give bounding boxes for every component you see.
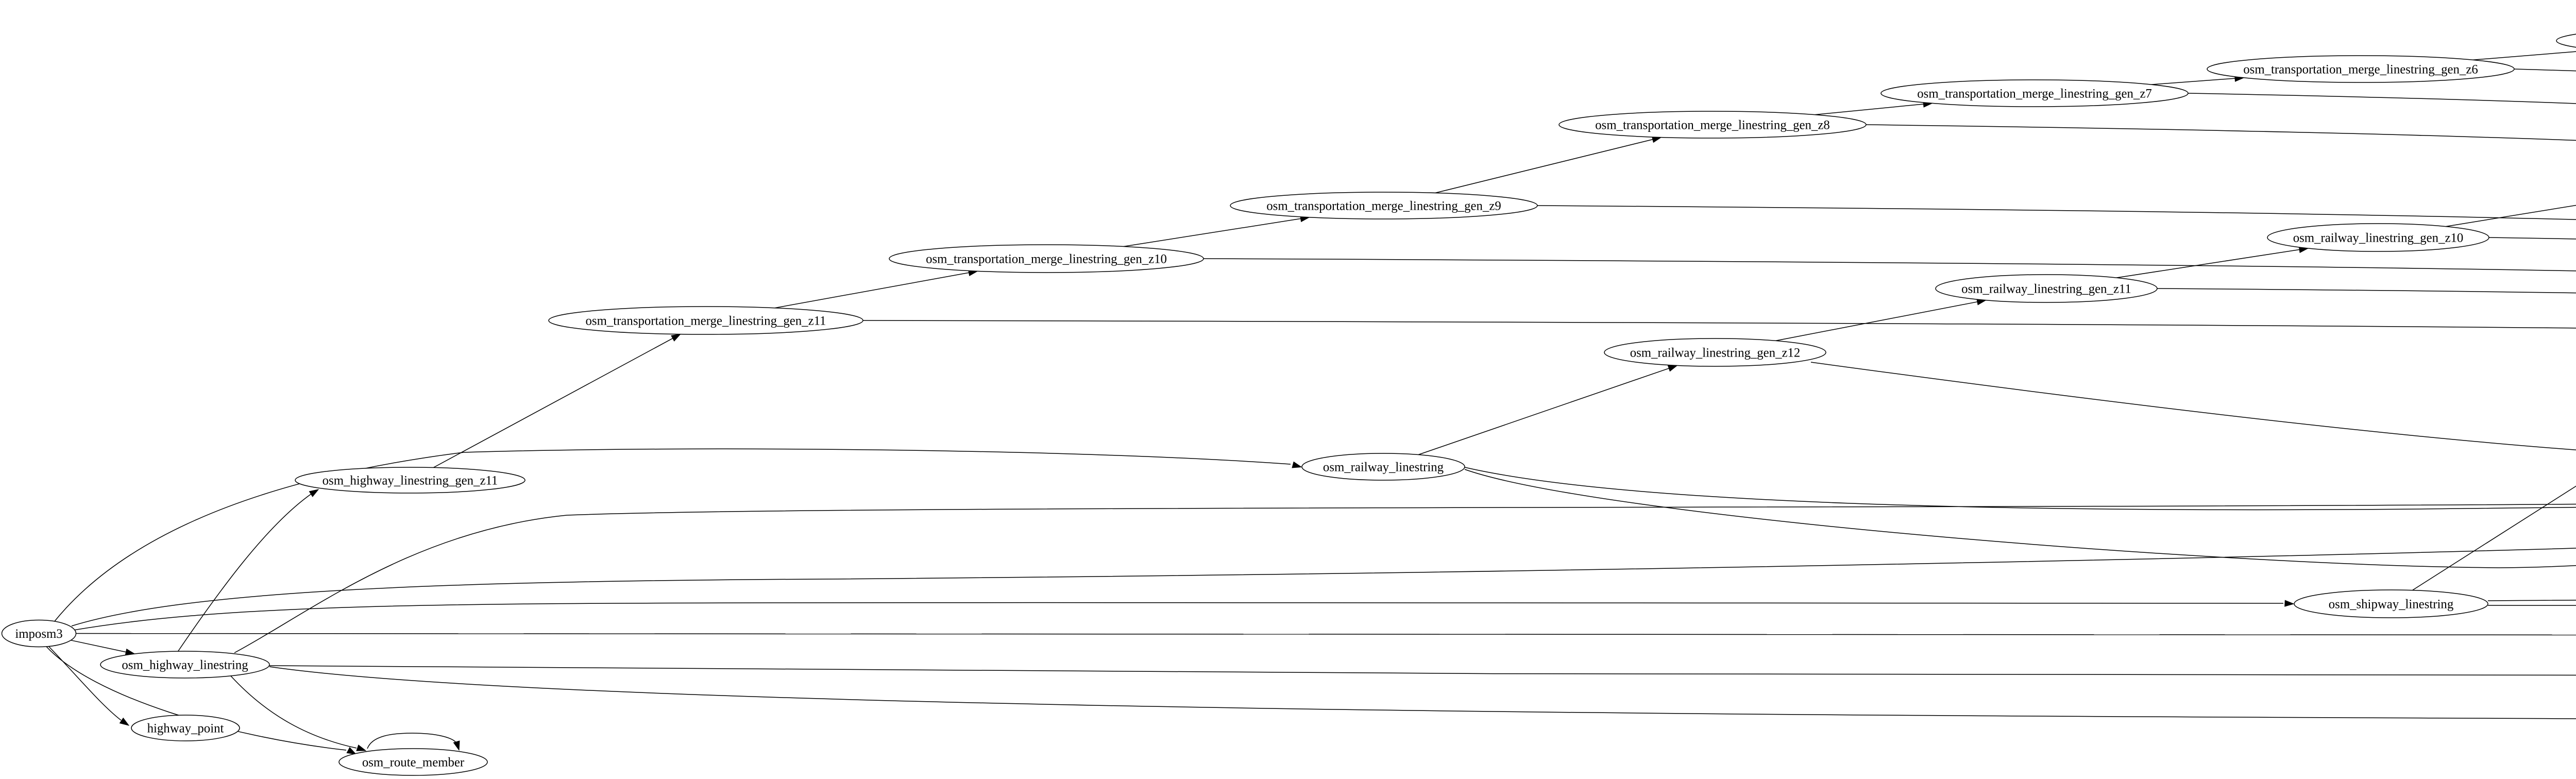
svg-text:imposm3: imposm3 [15, 627, 62, 641]
svg-text:osm_railway_linestring_gen_z10: osm_railway_linestring_gen_z10 [2293, 231, 2464, 245]
svg-text:osm_route_member: osm_route_member [362, 755, 465, 769]
svg-text:osm_highway_linestring: osm_highway_linestring [122, 658, 248, 672]
svg-text:osm_transportation_merge_lines: osm_transportation_merge_linestring_gen_… [1917, 87, 2151, 100]
svg-text:osm_transportation_merge_lines: osm_transportation_merge_linestring_gen_… [1595, 118, 1829, 132]
svg-text:osm_railway_linestring_gen_z11: osm_railway_linestring_gen_z11 [1961, 282, 2131, 296]
svg-text:osm_transportation_merge_lines: osm_transportation_merge_linestring_gen_… [586, 314, 826, 328]
svg-text:osm_railway_linestring_gen_z12: osm_railway_linestring_gen_z12 [1630, 346, 1801, 360]
svg-text:osm_transportation_merge_lines: osm_transportation_merge_linestring_gen_… [2243, 62, 2478, 76]
svg-text:osm_transportation_merge_lines: osm_transportation_merge_linestring_gen_… [926, 252, 1167, 266]
svg-text:highway_point: highway_point [147, 721, 224, 735]
svg-text:osm_transportation_merge_lines: osm_transportation_merge_linestring_gen_… [1266, 199, 1501, 213]
svg-text:osm_highway_linestring_gen_z11: osm_highway_linestring_gen_z11 [323, 473, 498, 487]
svg-text:osm_shipway_linestring: osm_shipway_linestring [2329, 597, 2453, 611]
svg-text:osm_railway_linestring: osm_railway_linestring [1323, 460, 1444, 474]
